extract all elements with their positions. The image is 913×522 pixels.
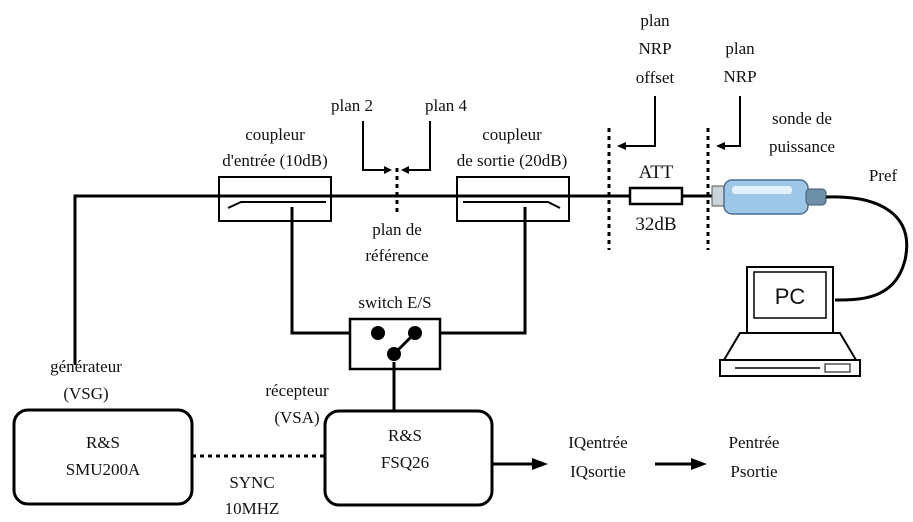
switch-contact-input bbox=[371, 326, 385, 340]
plan4-arrowhead bbox=[401, 166, 409, 174]
nrp-offset-arrow bbox=[622, 96, 656, 147]
sensor-label-line1: sonde de bbox=[772, 109, 832, 128]
generator-label-line2: (VSG) bbox=[63, 384, 108, 403]
receiver-to-iq-arrowhead bbox=[532, 458, 548, 470]
pc-label: PC bbox=[775, 284, 806, 309]
plan-nrp-line1: plan bbox=[725, 39, 755, 58]
input-coupler-label-line2: d'entrée (10dB) bbox=[222, 151, 328, 170]
nrp-offset-arrowhead bbox=[617, 142, 626, 150]
power-label-line2: Psortie bbox=[730, 462, 777, 481]
switch-label: switch E/S bbox=[358, 293, 431, 312]
generator-label-line1: générateur bbox=[50, 357, 122, 376]
iq-label-line1: IQentrée bbox=[568, 433, 627, 452]
plan-nrp-offset-line2: NRP bbox=[638, 39, 671, 58]
plan-nrp-line2: NRP bbox=[723, 67, 756, 86]
iq-to-power-arrowhead bbox=[691, 458, 707, 470]
input-coupler-label-line1: coupleur bbox=[245, 125, 305, 144]
plan2-arrow bbox=[362, 121, 388, 171]
plan2-label: plan 2 bbox=[331, 96, 373, 115]
att-label: ATT bbox=[639, 162, 674, 183]
att-value-label: 32dB bbox=[635, 214, 676, 235]
plan-nrp-offset-line1: plan bbox=[640, 11, 670, 30]
sensor-cable bbox=[825, 195, 909, 302]
receiver-box-line2: FSQ26 bbox=[381, 453, 429, 472]
output-coupler-label-line1: coupleur bbox=[482, 125, 542, 144]
output-coupler-label-line2: de sortie (20dB) bbox=[457, 151, 567, 170]
reference-plane-line2: référence bbox=[365, 246, 428, 265]
attenuator-box bbox=[628, 186, 684, 206]
input-coupled-path bbox=[290, 207, 350, 335]
plan2-arrowhead bbox=[384, 166, 392, 174]
plan4-label: plan 4 bbox=[425, 96, 468, 115]
generator-box-line2: SMU200A bbox=[66, 460, 141, 479]
nrp-arrowhead bbox=[716, 142, 725, 150]
sync-label-line2: 10MHZ bbox=[225, 499, 280, 518]
nrp-arrow bbox=[722, 96, 741, 147]
input-coupler-box bbox=[218, 176, 332, 222]
sensor-label-line2: puissance bbox=[769, 137, 835, 156]
generator-box-line1: R&S bbox=[86, 433, 120, 452]
receiver-box-line1: R&S bbox=[388, 426, 422, 445]
receiver-box bbox=[323, 409, 494, 507]
output-coupled-path bbox=[440, 207, 527, 335]
plan-nrp-offset-line3: offset bbox=[636, 68, 675, 87]
power-label-line1: Pentrée bbox=[729, 433, 780, 452]
iq-label-line2: IQsortie bbox=[570, 462, 626, 481]
receiver-label-line2: (VSA) bbox=[274, 408, 319, 427]
power-sensor-icon bbox=[711, 179, 827, 215]
input-coupler-internal bbox=[227, 201, 326, 209]
pref-label: Pref bbox=[869, 166, 898, 185]
receiver-label-line1: récepteur bbox=[265, 381, 329, 400]
switch-box bbox=[348, 317, 442, 371]
pc-icon bbox=[719, 266, 861, 377]
generator-box bbox=[12, 408, 194, 506]
switch-arm bbox=[392, 331, 417, 356]
plan4-arrow bbox=[405, 121, 431, 171]
output-coupler-internal bbox=[463, 201, 561, 209]
output-coupler-box bbox=[456, 176, 570, 222]
sync-label-line1: SYNC bbox=[229, 473, 274, 492]
reference-plane-line1: plan de bbox=[372, 220, 422, 239]
